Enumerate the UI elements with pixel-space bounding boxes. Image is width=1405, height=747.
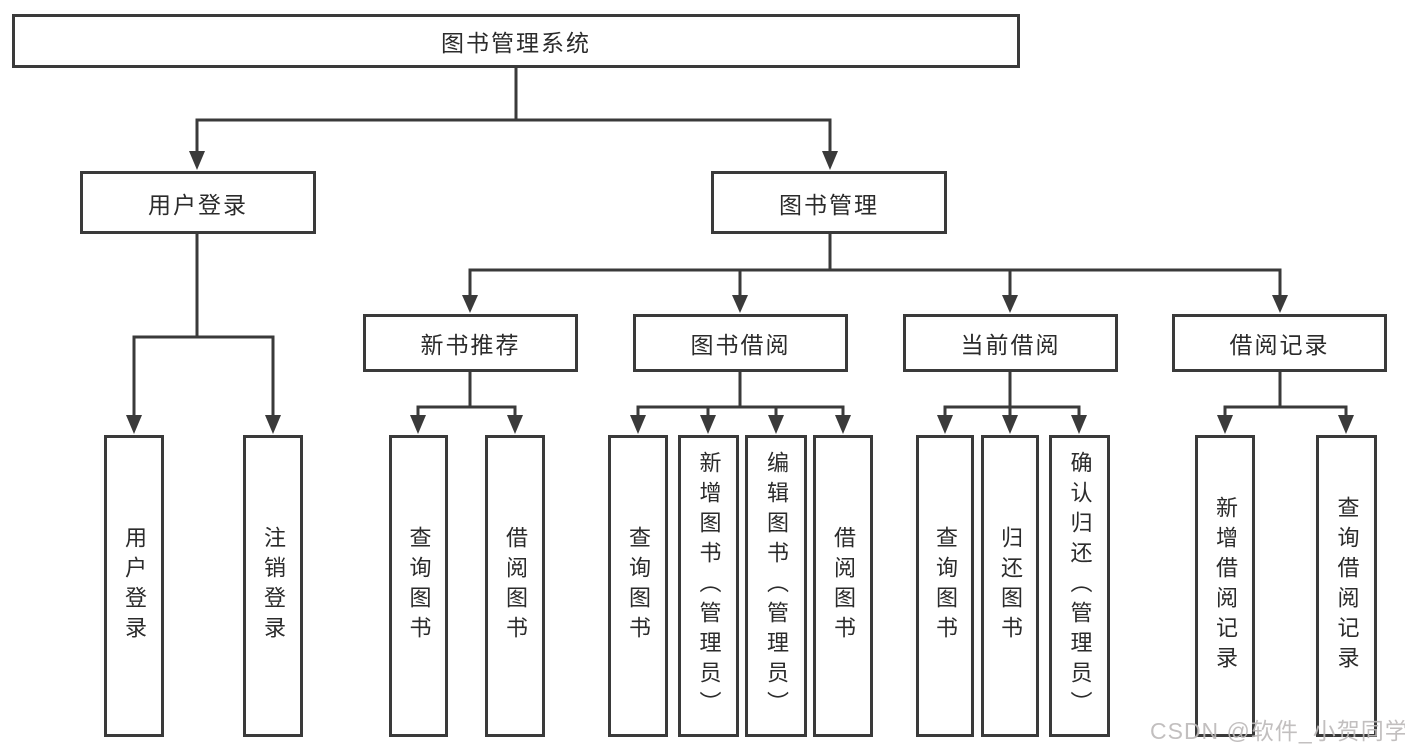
leaf-current-query-books: 查询图书 [916, 435, 974, 737]
leaf-current-confirm-return-admin: 确认归还（管理员） [1049, 435, 1110, 737]
leaf-borrowing-query-books: 查询图书 [608, 435, 668, 737]
node-book-borrowing-label: 图书借阅 [690, 332, 791, 358]
node-book-borrowing: 图书借阅 [633, 314, 848, 372]
leaf-user-login: 用户登录 [104, 435, 164, 737]
node-root-label: 图书管理系统 [441, 30, 591, 56]
leaf-current-return-books-label: 归还图书 [998, 526, 1023, 646]
leaf-records-query-record: 查询借阅记录 [1316, 435, 1377, 737]
node-book-management: 图书管理 [711, 171, 947, 234]
arrowhead-icons [126, 151, 1354, 434]
leaf-current-return-books: 归还图书 [981, 435, 1039, 737]
leaf-logout: 注销登录 [243, 435, 303, 737]
node-borrow-records-label: 借阅记录 [1229, 332, 1330, 358]
node-new-book-recommend-label: 新书推荐 [420, 332, 521, 358]
node-borrow-records: 借阅记录 [1172, 314, 1387, 372]
leaf-newrec-query-books-label: 查询图书 [406, 526, 432, 646]
leaf-logout-label: 注销登录 [261, 526, 286, 646]
leaf-borrowing-borrow-books: 借阅图书 [813, 435, 873, 737]
node-user-login-label: 用户登录 [148, 191, 248, 218]
leaf-newrec-borrow-books: 借阅图书 [485, 435, 545, 737]
connector-lines [132, 66, 1348, 418]
node-book-management-label: 图书管理 [779, 191, 879, 218]
csdn-watermark: CSDN @软件_小贺同学 [1150, 718, 1405, 744]
node-current-borrowing: 当前借阅 [903, 314, 1118, 372]
node-user-login: 用户登录 [80, 171, 316, 234]
leaf-newrec-borrow-books-label: 借阅图书 [503, 526, 528, 646]
leaf-user-login-label: 用户登录 [122, 526, 147, 646]
node-current-borrowing-label: 当前借阅 [960, 332, 1061, 358]
leaf-records-query-record-label: 查询借阅记录 [1334, 496, 1360, 676]
leaf-borrowing-add-books-admin: 新增图书（管理员） [678, 435, 739, 737]
leaf-records-add-record: 新增借阅记录 [1195, 435, 1255, 737]
leaf-records-add-record-label: 新增借阅记录 [1213, 496, 1238, 676]
node-root: 图书管理系统 [12, 14, 1020, 68]
leaf-current-query-books-label: 查询图书 [933, 526, 958, 646]
leaf-newrec-query-books: 查询图书 [389, 435, 448, 737]
leaf-borrowing-query-books-label: 查询图书 [626, 526, 651, 646]
leaf-borrowing-add-books-admin-label: 新增图书（管理员） [696, 451, 722, 721]
leaf-borrowing-edit-books-admin-label: 编辑图书（管理员） [764, 451, 789, 721]
node-new-book-recommend: 新书推荐 [363, 314, 578, 372]
leaf-borrowing-edit-books-admin: 编辑图书（管理员） [745, 435, 807, 737]
leaf-borrowing-borrow-books-label: 借阅图书 [831, 526, 856, 646]
leaf-current-confirm-return-admin-label: 确认归还（管理员） [1067, 451, 1093, 721]
